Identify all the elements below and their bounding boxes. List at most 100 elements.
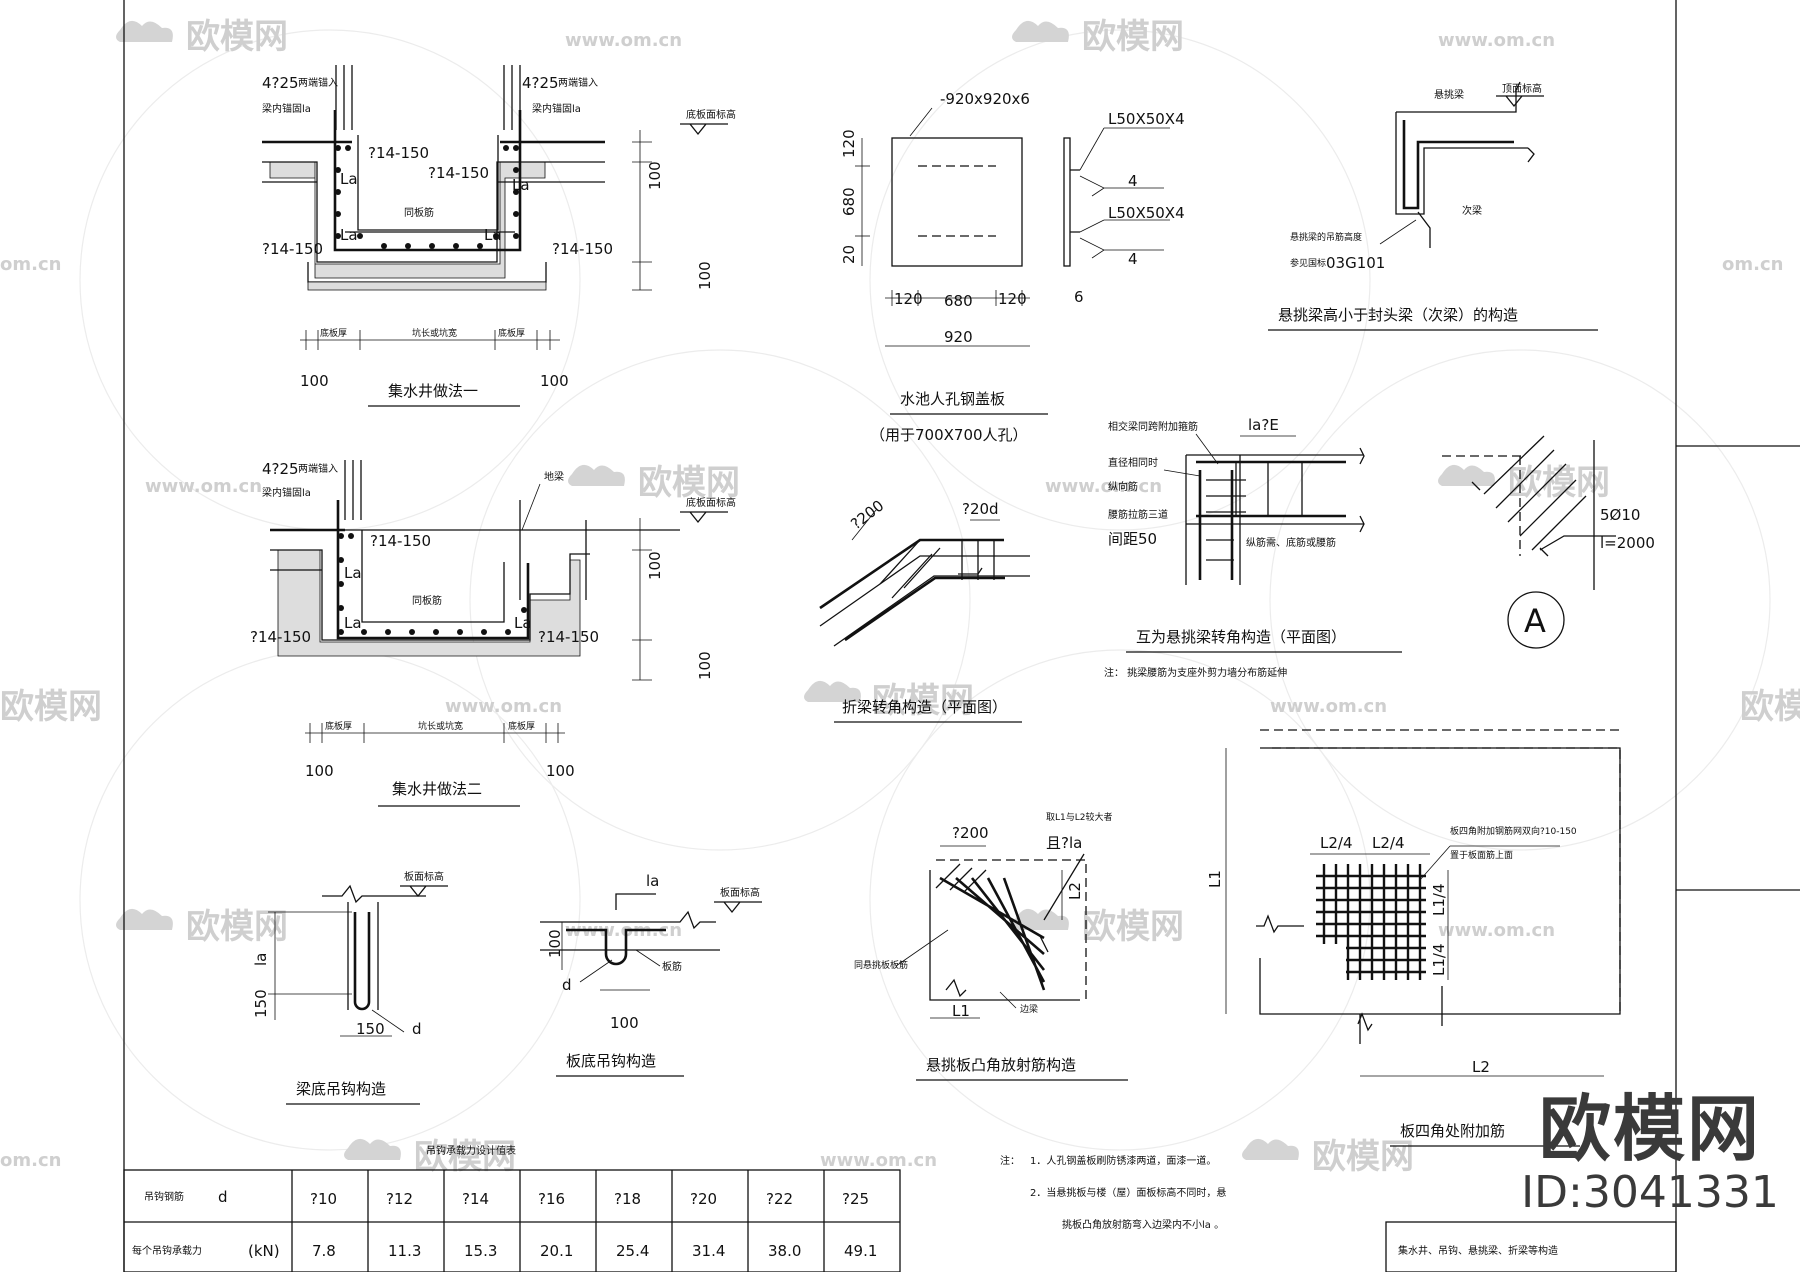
detail-mark: A	[1524, 602, 1546, 640]
la-label: la	[646, 872, 659, 890]
watermark-url: www.om.cn	[1045, 476, 1162, 497]
bars-top-label: 4?25	[262, 460, 299, 478]
note-2b: 挑板凸角放射筋弯入边梁内不小la 。	[1062, 1218, 1224, 1231]
angle-label: L50X50X4	[1108, 204, 1185, 222]
dim-120: 120	[840, 129, 858, 158]
bottom-thick-label: 底板厚	[498, 327, 525, 339]
spacing-label: ?200	[847, 496, 887, 533]
watermark-url: www.om.cn	[145, 476, 262, 497]
la-e-label: la?E	[1248, 416, 1279, 434]
table-capacity-cell: 31.4	[692, 1242, 725, 1260]
slab-level-label: 板面标高	[720, 886, 760, 899]
sheet-frame	[123, 0, 1800, 1272]
quarter-l1-label: L1/4	[1430, 884, 1448, 917]
cantilever-slab-detail: ?200 取L1与L2较大者 且?la L2 L1 同悬挑板板筋 边梁 悬挑板凸…	[854, 811, 1128, 1081]
pit-width-label: 坑长或坑宽	[418, 720, 463, 732]
note-label: 间距50	[1108, 530, 1157, 548]
sec-beam-label: 次梁	[1462, 204, 1482, 217]
stirrup-label: ?14-150	[250, 628, 311, 646]
anchor-label: ?20d	[962, 500, 999, 518]
cantilever-end-title: 悬挑梁高小于封头梁（次梁）的构造	[1278, 306, 1518, 324]
weld-label: 4	[1128, 172, 1138, 190]
d-label: d	[412, 1020, 422, 1038]
bottom-thick-label: 底板厚	[508, 720, 535, 732]
table-columns: ?107.8?1211.3?1415.3?1620.1?1825.4?2031.…	[310, 1170, 877, 1272]
watermark-url-part: om.cn	[0, 1150, 61, 1171]
cantilever-corner-detail: 相交梁同跨附加箍筋 直径相同时 纵向筋 腰筋拉筋三道 间距50 纵筋需、底筋或腰…	[1104, 416, 1402, 679]
sump1-title: 集水井做法一	[388, 382, 478, 400]
la-label: La	[340, 226, 358, 244]
radial-length-label: l=2000	[1600, 534, 1655, 552]
anchor-len-label: 梁内锚固la	[262, 102, 311, 115]
note-label: 腰筋拉筋三道	[1108, 508, 1168, 521]
dim-920: 920	[944, 328, 973, 346]
table-capacity-cell: 11.3	[388, 1242, 421, 1260]
sump-detail-1: 4?25 两端锚入 梁内锚固la 4?25 两端锚入 梁内锚固la ?14-15…	[262, 65, 736, 407]
manhole-cover-detail: -920x920x6 120 680 20 120 680 120 920 L5…	[840, 90, 1185, 444]
watermark-circles	[79, 29, 1771, 1151]
dim-100: 100	[696, 651, 714, 680]
code-label: 03G101	[1326, 254, 1385, 272]
watermark-url: www.om.cn	[1438, 920, 1555, 941]
sump2-title: 集水井做法二	[392, 780, 482, 798]
radial-bars-label: 5Ø10	[1600, 506, 1640, 524]
note-1: 1．人孔钢盖板刷防锈漆两道，面漆一道。	[1030, 1154, 1216, 1167]
slab-corner-detail: L2/4 L2/4 L1/4 L1/4 L1 L2 板四角附加钢筋网双向?10-…	[1206, 729, 1621, 1147]
slab-hook-detail: la 板面标高 100 100 d 板筋 板底吊钩构造	[540, 872, 762, 1077]
watermark-url: www.om.cn	[565, 920, 682, 941]
la-label: La	[514, 614, 532, 632]
watermark-brand: 欧模网	[872, 681, 974, 721]
watermark-brand: 欧模网	[414, 1137, 516, 1177]
hook-capacity-table: 吊钩承载力设计值表 ?107.8?1211.3?1415.3?1620.1?18…	[123, 1144, 901, 1272]
stirrup-label: ?14-150	[428, 164, 489, 182]
watermark-brand: 欧模网	[1740, 687, 1800, 727]
dim-680: 680	[840, 187, 858, 216]
table-diameter-cell: ?16	[538, 1190, 565, 1208]
watermark-brand: 欧模网	[1312, 1137, 1414, 1177]
dim-100: 100	[540, 372, 569, 390]
table-row2-unit: (kN)	[248, 1242, 280, 1260]
bars-top-label: 4?25	[522, 74, 559, 92]
watermark-url: www.om.cn	[820, 1150, 937, 1171]
note-label: 纵筋需、底筋或腰筋	[1246, 536, 1336, 549]
watermark-url: www.om.cn	[445, 696, 562, 717]
title-block: 集水井、吊钩、悬挑梁、折梁等构造	[1385, 1221, 1677, 1272]
watermark-logo: 欧模网 www.om.cn 欧模网 www.om.cn om.cn om.cn …	[0, 17, 1800, 1177]
mesh-note: 板四角附加钢筋网双向?10-150	[1450, 825, 1577, 837]
la-label: La	[484, 226, 502, 244]
cantilever-end-detail: 悬挑梁 顶面标高 次梁 悬挑梁的吊筋高度 参见国标 03G101 悬挑梁高小于封…	[1268, 81, 1598, 331]
notes-label: 注：	[1000, 1154, 1020, 1167]
plate-label: -920x920x6	[940, 90, 1030, 108]
note-label: 相交梁同跨附加箍筋	[1108, 420, 1198, 433]
rebar-dots	[338, 533, 527, 635]
manhole-title: 水池人孔钢盖板	[900, 390, 1005, 408]
dim-100: 100	[305, 762, 334, 780]
table-diameter-cell: ?10	[310, 1190, 337, 1208]
general-notes: 注： 1．人孔钢盖板刷防锈漆两道，面漆一道。 2．当悬挑板与楼（屋）面板标高不同…	[1000, 1154, 1226, 1231]
table-diameter-cell: ?22	[766, 1190, 793, 1208]
hanger-label: 悬挑梁的吊筋高度	[1290, 231, 1362, 243]
table-row2-label: 每个吊钩承载力	[132, 1244, 202, 1257]
beam-label: 悬挑梁	[1434, 88, 1464, 101]
table-capacity-cell: 20.1	[540, 1242, 573, 1260]
stirrup-label: ?14-150	[552, 240, 613, 258]
dim-6: 6	[1074, 288, 1084, 306]
anchor-both-label: 两端锚入	[558, 76, 598, 89]
la-label: La	[512, 176, 530, 194]
corner-mesh	[1316, 864, 1426, 980]
fold-beam-title: 折梁转角构造（平面图）	[842, 698, 1007, 716]
floor-level-label: 底板面标高	[686, 496, 736, 509]
watermark-url-part: om.cn	[1722, 254, 1783, 275]
slab-bar-label: 板筋	[662, 960, 682, 973]
floor-level-label: 底板面标高	[686, 108, 736, 121]
edge-beam-label: 边梁	[1020, 1003, 1038, 1015]
table-capacity-cell: 38.0	[768, 1242, 801, 1260]
watermark-id: ID:3041331	[1521, 1167, 1779, 1218]
l1-label: L1	[1206, 870, 1224, 888]
stirrup-label: ?14-150	[370, 532, 431, 550]
table-diameter-cell: ?25	[842, 1190, 869, 1208]
sump-detail-2: 4?25 两端锚入 梁内锚固la ?14-150 ?14-150 ?14-150…	[250, 460, 736, 807]
fold-beam-detail: ?200 ?20d 折梁转角构造（平面图）	[819, 496, 1030, 723]
beam-hook-title: 梁底吊钩构造	[296, 1080, 386, 1098]
cantilever-slab-title: 悬挑板凸角放射筋构造	[926, 1056, 1076, 1074]
